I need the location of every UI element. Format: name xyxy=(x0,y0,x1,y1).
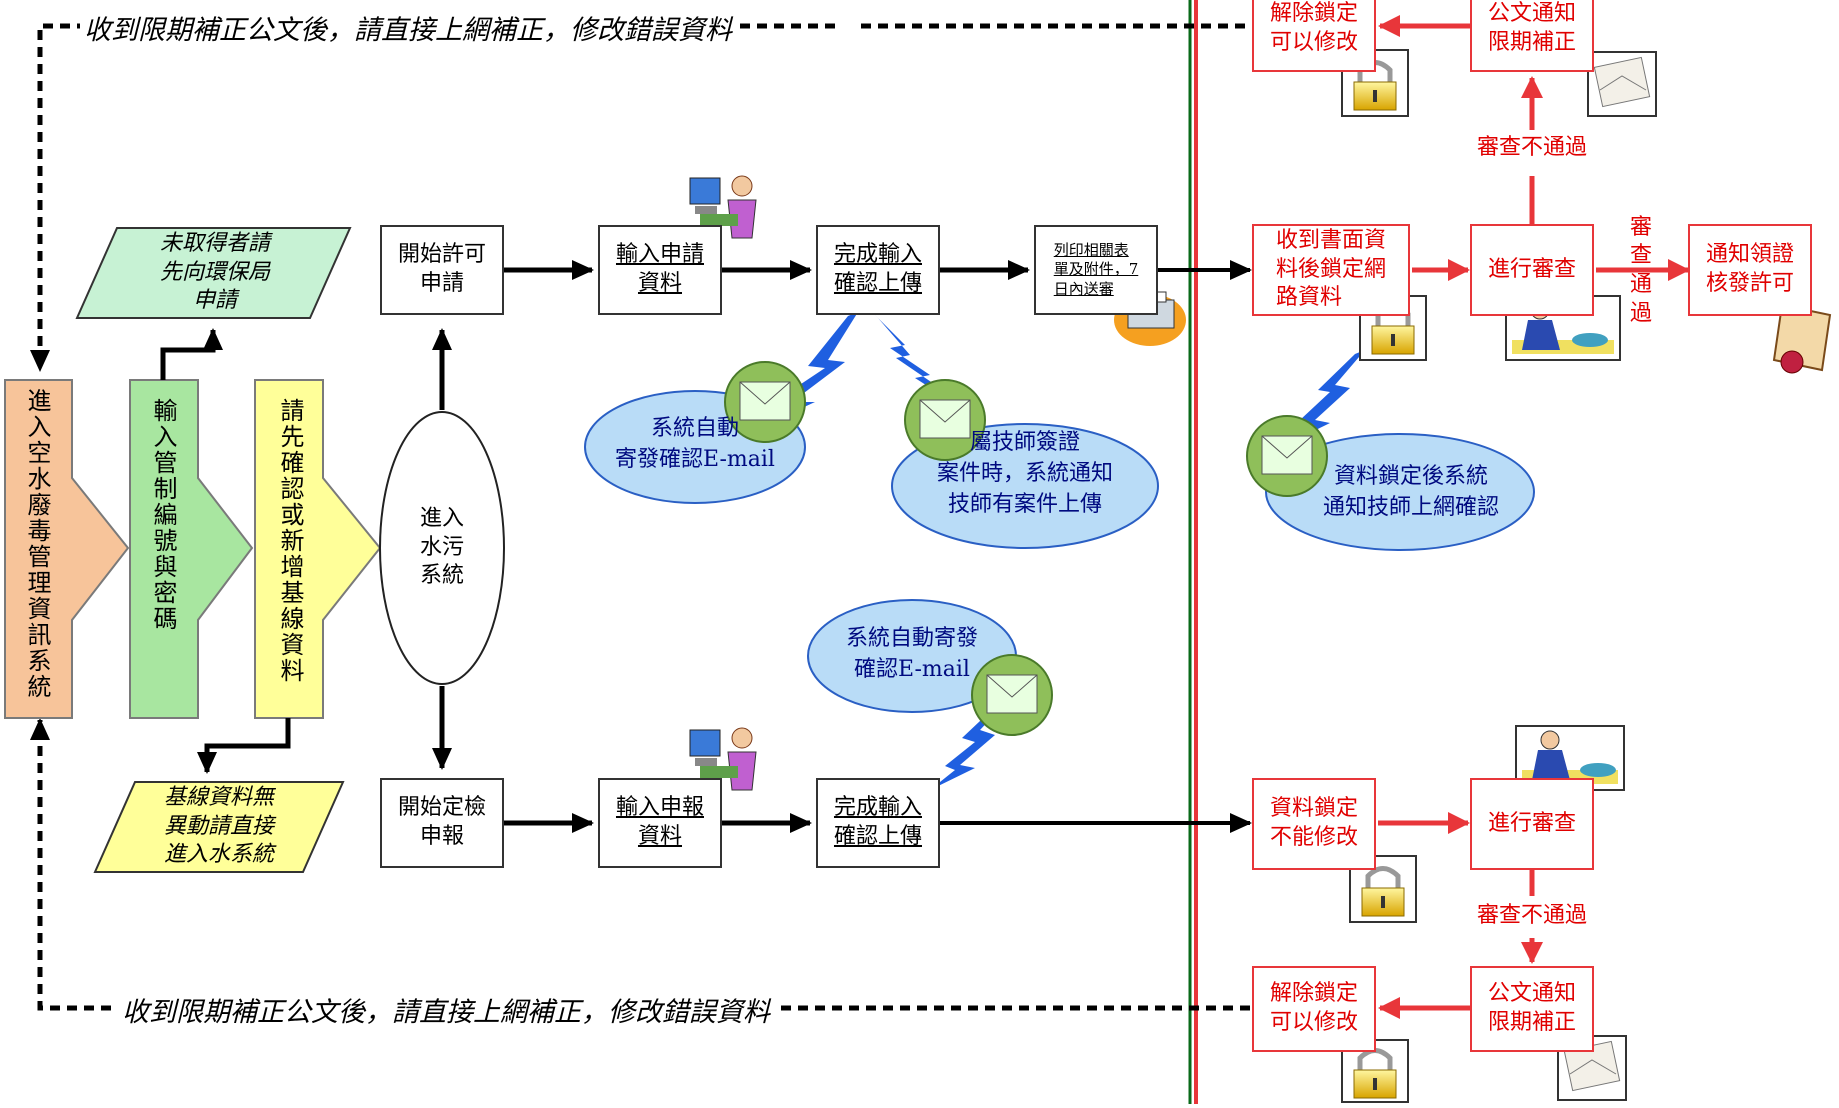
parallelogram-no-permit xyxy=(75,227,352,319)
note-bottom: 收到限期補正公文後，請直接上網補正，修改錯誤資料 xyxy=(118,990,774,1029)
box-input-application: 輸入申請 資料 xyxy=(598,225,722,315)
arrow-shape-enter-system xyxy=(4,379,130,719)
box-review-bottom: 進行審查 xyxy=(1470,778,1594,870)
bubble-lock-notify xyxy=(1265,433,1535,551)
note-top: 收到限期補正公文後，請直接上網補正，修改錯誤資料 xyxy=(80,8,736,47)
lightning-icon-email-bottom xyxy=(930,700,1008,790)
label-no-change: 基線資料無 異動請直接 進入水系統 xyxy=(163,785,274,868)
box-unlock-bottom: 解除鎖定 可以修改 xyxy=(1252,966,1376,1052)
label-engineer: 屬技師簽證 案件時，系統通知 技師有案件上傳 xyxy=(936,430,1113,517)
parallelogram-no-change xyxy=(93,781,345,873)
label-fail-bottom: 審查不通過 xyxy=(1462,899,1602,933)
box-locked: 資料鎖定 不能修改 xyxy=(1252,778,1376,870)
label-email-bottom: 系統自動寄發 確認E-mail xyxy=(845,626,978,682)
box-input-report: 輸入申報 資料 xyxy=(598,778,722,868)
label-oval: 進入 水污 系統 xyxy=(419,506,464,589)
dashed-loop-bottom xyxy=(30,718,1250,1011)
arrow-to-no-permit xyxy=(160,328,223,380)
lightning-icon-engineer xyxy=(872,312,965,410)
label-enter-system: 進入空水廢毒管理資訊系統 xyxy=(23,388,51,700)
box-print-forms: 列印相關表 單及附件，7 日內送審 xyxy=(1034,225,1158,315)
box-notice-bottom: 公文通知 限期補正 xyxy=(1470,966,1594,1052)
arrow-shape-input-credentials xyxy=(129,379,254,719)
label-confirm-baseline: 請先確認或新增基線資料 xyxy=(276,398,304,684)
box-start-permit: 開始許可 申請 xyxy=(380,225,504,315)
box-review-top: 進行審查 xyxy=(1470,224,1594,316)
label-lock-notify: 資料鎖定後系統 通知技師上網確認 xyxy=(1322,464,1499,520)
label-pass: 審 查 通 過 xyxy=(1629,214,1652,326)
box-receive-lock: 收到書面資 料後鎖定網 路資料 xyxy=(1252,224,1410,316)
person-computer-icon-bottom xyxy=(689,727,757,791)
label-no-permit: 未取得者請 先向環保局 申請 xyxy=(159,231,270,314)
box-permit: 通知領證 核發許可 xyxy=(1688,224,1812,316)
envelope-icon-engineer xyxy=(904,379,986,461)
certificate-icon xyxy=(1772,303,1832,374)
box-upload-bottom: 完成輸入 確認上傳 xyxy=(816,778,940,868)
arrow-shape-confirm-baseline xyxy=(254,379,382,719)
label-fail-top: 審查不通過 xyxy=(1462,132,1602,164)
document-icon-top xyxy=(1587,51,1657,117)
label-input-credentials: 輸入管制編號與密碼 xyxy=(149,398,177,632)
arrow-to-no-change xyxy=(197,718,291,774)
person-computer-icon-top xyxy=(689,175,757,239)
envelope-icon-lock-notify xyxy=(1246,415,1328,497)
envelope-icon-email-bottom xyxy=(971,654,1053,736)
oval-enter-water xyxy=(379,411,505,685)
reviewer-icon-bottom xyxy=(1515,725,1625,791)
envelope-icon-email-top xyxy=(724,361,806,443)
box-notice-top: 公文通知 限期補正 xyxy=(1470,0,1594,72)
label-email-top: 系統自動 寄發確認E-mail xyxy=(615,416,775,472)
box-start-inspection: 開始定檢 申報 xyxy=(380,778,504,868)
box-unlock-top: 解除鎖定 可以修改 xyxy=(1252,0,1376,72)
box-upload-top: 完成輸入 確認上傳 xyxy=(816,225,940,315)
